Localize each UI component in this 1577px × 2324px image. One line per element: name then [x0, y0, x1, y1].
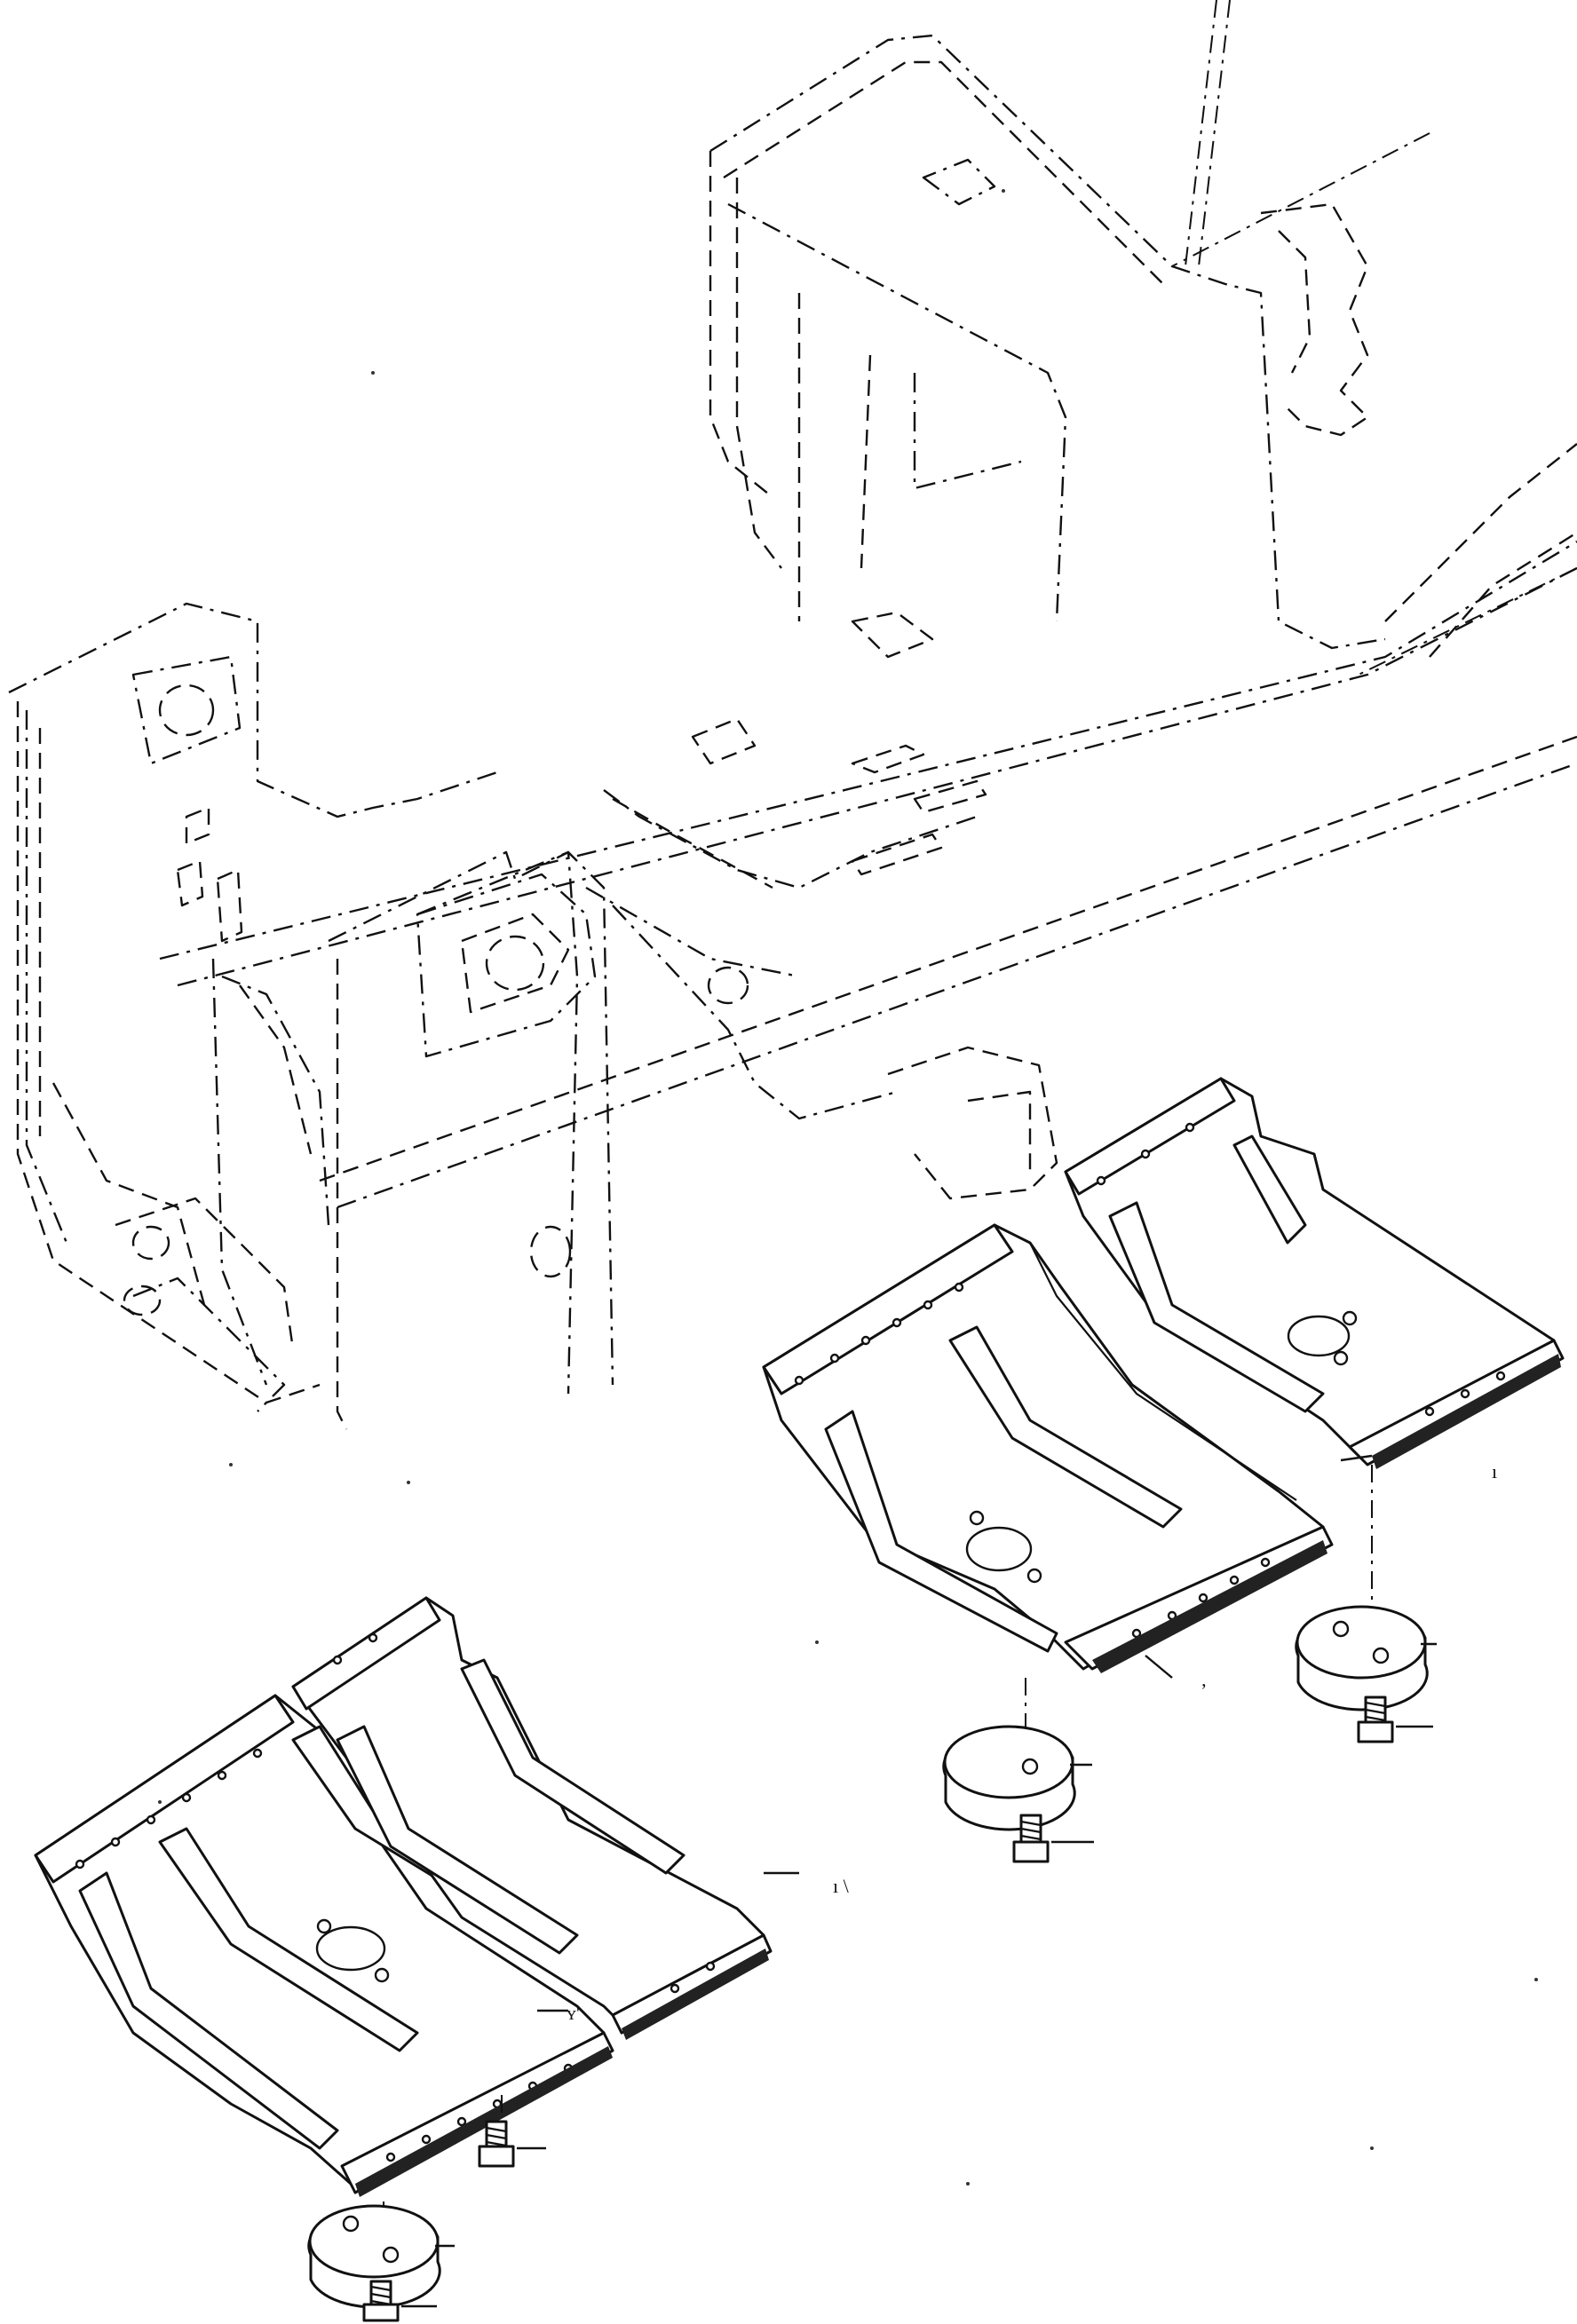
drain-hole [315, 1925, 386, 1972]
bolt-lower-left-bottom [362, 2280, 437, 2322]
callout-mark: ʼ [1201, 1680, 1207, 1702]
bolt-lower-left-top [478, 2095, 546, 2168]
end-plate-opening [131, 655, 242, 765]
reference-line [1185, 0, 1217, 267]
callout-mark: ı [1492, 1460, 1497, 1482]
bolt-head [362, 2303, 400, 2322]
reference-line [1171, 132, 1430, 267]
guard-rail [1232, 1134, 1307, 1245]
front-bracket [416, 873, 597, 1058]
guard-flange-bottom [340, 2031, 614, 2194]
guard-rail [824, 1410, 1058, 1653]
leader-line [1145, 1655, 1173, 1679]
cover-plate [1296, 1605, 1427, 1680]
guard-flange-top [762, 1223, 1014, 1395]
guard-flange-top [1064, 1077, 1236, 1196]
guard-rail [78, 1871, 339, 2150]
guard-flange-bottom [611, 1933, 773, 2035]
guard-rail [460, 1658, 685, 1875]
bolt-head [478, 2145, 515, 2168]
callout-mark: ʏ' [567, 2002, 580, 2024]
guard-flange-top [34, 1694, 295, 1884]
cover-plate [308, 2204, 440, 2279]
reference-line [1198, 0, 1231, 267]
cover-plate-lower-left [307, 2201, 455, 2309]
under-guard-center [34, 1596, 773, 2197]
guard-flange-bottom [1348, 1339, 1565, 1466]
guard-rail [948, 1325, 1183, 1529]
cover-plate [943, 1725, 1074, 1799]
bolt-head [1012, 1840, 1050, 1863]
reference-line [1358, 567, 1577, 676]
drain-hole [1287, 1315, 1351, 1357]
guard-rail [1108, 1201, 1325, 1413]
bolt-upper-right [1357, 1696, 1433, 1743]
bolt-holes [794, 1282, 1271, 1639]
guard-rail [158, 1827, 419, 2052]
under-guard-front [762, 1223, 1334, 1673]
bolt-head [1357, 1720, 1394, 1743]
bolt-holes [1096, 1122, 1506, 1417]
callout-leaders [537, 1454, 1373, 2012]
frame-opening [922, 158, 996, 206]
callout-mark: ı \ [833, 1875, 850, 1897]
main-frame-phantom [8, 0, 1577, 1430]
under-guard-rear [1064, 1077, 1565, 1469]
cover-plate-upper-right [1295, 1465, 1437, 1711]
bolt-center [1012, 1814, 1094, 1863]
cover-plate-center [942, 1678, 1092, 1831]
bolt-holes [75, 1632, 716, 2162]
drain-hole [965, 1526, 1033, 1572]
guard-flange-top [291, 1596, 441, 1711]
guard-rail [336, 1725, 579, 1955]
scan-specks [158, 189, 1538, 2186]
leader-line [1340, 1454, 1373, 1462]
